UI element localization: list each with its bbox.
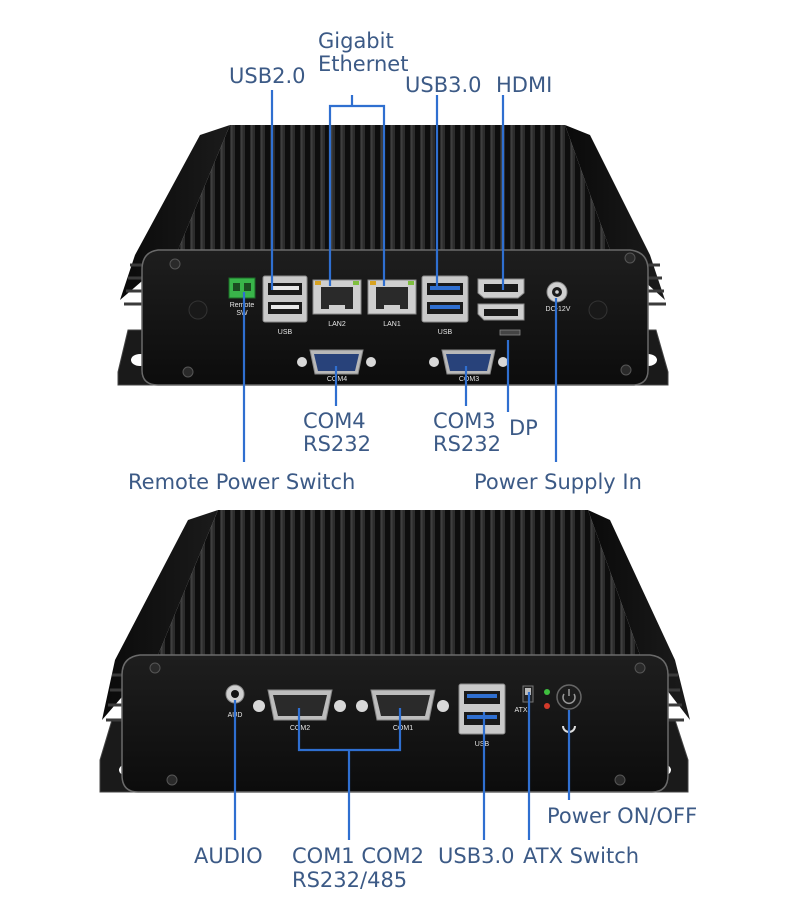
callout-gigabit-line1: Gigabit [318, 29, 394, 53]
label-usb3: USB [438, 329, 453, 336]
label-remote: Remote [230, 302, 255, 309]
callout-usb30-bottom: USB3.0 [438, 844, 515, 868]
callout-usb20: USB2.0 [229, 64, 306, 88]
callout-gigabit-line2: Ethernet [318, 52, 409, 76]
label-lan2: LAN2 [328, 321, 346, 328]
label-usb: USB [278, 329, 293, 336]
callout-atx-switch: ATX Switch [523, 844, 640, 868]
label-lan1: LAN1 [383, 321, 401, 328]
label-usb-bottom: USB [475, 741, 490, 748]
callout-com3-line2: RS232 [433, 432, 502, 456]
callout-com4-line2: RS232 [303, 432, 372, 456]
callout-hdmi: HDMI [496, 73, 553, 97]
callout-audio: AUDIO [194, 844, 263, 868]
bottom-device: AUD COM2 COM1 USB ATX [99, 510, 690, 793]
label-com3: COM3 [459, 376, 479, 383]
callout-power-on-off: Power ON/OFF [547, 804, 698, 828]
callout-com4-line1: COM4 [303, 409, 366, 433]
callout-dp: DP [509, 416, 538, 440]
callout-usb30-top: USB3.0 [405, 73, 482, 97]
label-sw: SW [236, 310, 248, 317]
label-dc12v: DC-12V [546, 306, 571, 313]
top-device: Remote SW USB LAN2 LAN1 USB DC-12V [117, 125, 669, 386]
callout-remote-power-switch: Remote Power Switch [128, 470, 356, 494]
label-com1: COM1 [393, 725, 413, 732]
label-atx: ATX [514, 707, 527, 714]
callout-com3-line1: COM3 [433, 409, 496, 433]
leader-lines [233, 90, 571, 840]
callout-power-supply-in: Power Supply In [474, 470, 642, 494]
callout-com1-com2: COM1 COM2 [292, 844, 425, 868]
callout-rs232-485: RS232/485 [292, 868, 408, 892]
